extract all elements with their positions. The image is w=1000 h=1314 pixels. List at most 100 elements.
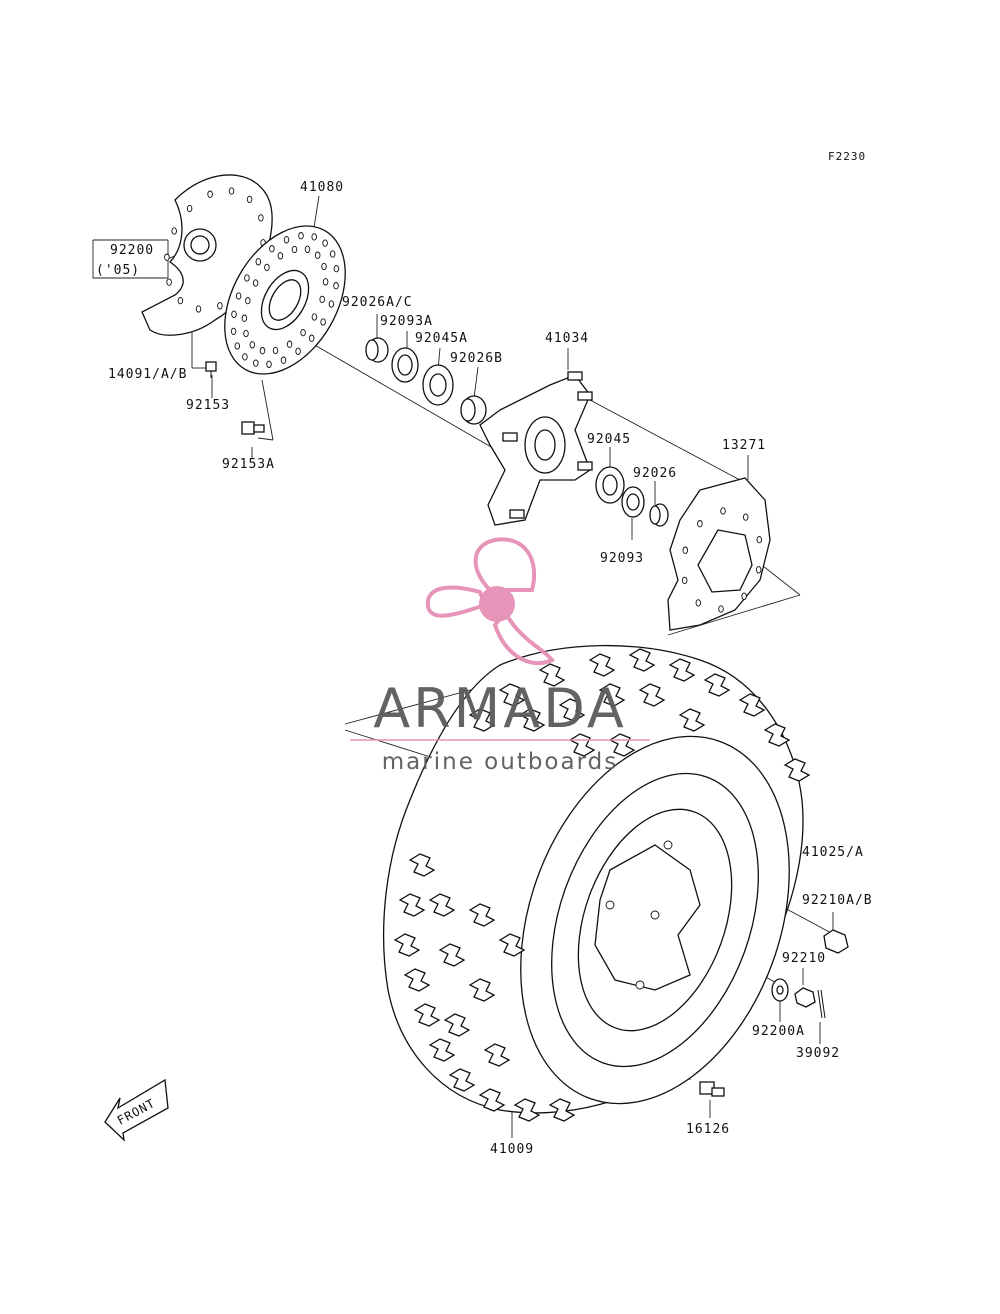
vent-hole <box>255 258 262 266</box>
armada-watermark: ARMADA marine outboards <box>350 537 650 775</box>
part-label-92153a: 92153A <box>222 457 275 472</box>
vent-hole <box>322 278 329 286</box>
vent-hole <box>681 576 688 585</box>
tread-block <box>763 723 791 747</box>
vent-hole <box>245 296 251 305</box>
disc-holes <box>230 232 340 368</box>
tread-block <box>588 653 616 677</box>
seal-92093 <box>621 486 645 518</box>
tread-block <box>438 943 466 967</box>
vent-hole <box>259 347 266 355</box>
part-label-92045a: 92045A <box>415 331 468 346</box>
part-label-92200: 92200 <box>110 243 154 258</box>
vent-hole <box>741 592 747 600</box>
vent-hole <box>697 520 703 528</box>
tread-block <box>548 1098 576 1122</box>
vent-hole <box>228 187 235 195</box>
tread-block <box>513 1098 541 1122</box>
tread-block <box>478 1088 506 1112</box>
vent-hole <box>311 313 318 321</box>
vent-hole <box>682 546 689 554</box>
vent-hole <box>298 232 304 240</box>
part-label-92200note: ('05) <box>96 263 140 278</box>
vent-hole <box>249 341 256 349</box>
vent-hole <box>266 360 272 368</box>
tread-block <box>468 903 496 927</box>
tread-block <box>413 1003 441 1027</box>
part-label-92153: 92153 <box>186 398 230 413</box>
vent-hole <box>720 507 726 515</box>
vent-hole <box>164 253 170 261</box>
vent-hole <box>311 233 317 241</box>
collar-92026ac <box>365 337 389 363</box>
tread-block <box>393 933 421 957</box>
vent-hole <box>217 302 223 310</box>
tread-block <box>638 683 666 707</box>
vent-hole <box>718 605 724 613</box>
tread-block <box>448 1068 476 1092</box>
tread-block <box>408 853 436 877</box>
part-label-13271: 13271 <box>722 438 766 453</box>
valve-16126 <box>699 1081 725 1097</box>
vent-hole <box>304 245 311 253</box>
vent-hole <box>166 278 172 286</box>
part-label-41034: 41034 <box>545 331 589 346</box>
vent-hole <box>241 314 248 322</box>
seal-92093a <box>391 347 419 383</box>
collar-92026b <box>460 395 487 425</box>
vent-hole <box>258 214 264 222</box>
tread-block <box>518 708 546 732</box>
vent-hole <box>231 310 237 318</box>
tread-block <box>483 1043 511 1067</box>
vent-hole <box>695 599 702 607</box>
vent-hole <box>171 227 177 235</box>
vent-hole <box>314 251 321 259</box>
vent-hole <box>319 295 325 304</box>
part-label-92093a: 92093A <box>380 314 433 329</box>
part-label-92026b: 92026B <box>450 351 503 366</box>
part-number-labels: 4108092200('05)92026A/C92093A92045A92026… <box>96 180 872 1157</box>
vent-hole <box>320 318 326 326</box>
vent-hole <box>333 264 340 273</box>
tread-block <box>498 933 526 957</box>
part-label-92093: 92093 <box>600 551 644 566</box>
vent-hole <box>328 300 335 308</box>
tread-block <box>398 893 426 917</box>
cotter-pin-39092 <box>817 989 826 1019</box>
watermark-subtitle: marine outboards <box>382 749 618 775</box>
collar-92026 <box>649 503 669 527</box>
front-arrow-icon: FRONT <box>104 1078 169 1142</box>
vent-hole <box>280 356 287 364</box>
tread-block <box>678 708 706 732</box>
vent-hole <box>295 347 301 355</box>
part-label-92200a: 92200A <box>752 1024 805 1039</box>
vent-hole <box>234 342 241 350</box>
bolt-92153a <box>241 421 265 435</box>
vent-hole <box>742 513 749 521</box>
part-label-92210: 92210 <box>782 951 826 966</box>
vent-hole <box>177 296 184 305</box>
tread-block <box>668 658 696 682</box>
tread-block <box>403 968 431 992</box>
part-label-41025: 41025/A <box>802 845 864 860</box>
tread-block <box>428 893 456 917</box>
vent-hole <box>283 236 290 244</box>
tread-block <box>428 1038 456 1062</box>
part-label-16126: 16126 <box>686 1122 730 1137</box>
vent-hole <box>322 239 328 247</box>
vent-hole <box>321 262 327 271</box>
part-label-92026: 92026 <box>633 466 677 481</box>
vent-hole <box>755 566 762 574</box>
tread-block <box>468 978 496 1002</box>
vent-hole <box>186 204 193 213</box>
bearing-92045 <box>595 466 625 504</box>
tread-block <box>628 648 656 672</box>
vent-hole <box>243 329 249 338</box>
part-label-92045: 92045 <box>587 432 631 447</box>
tread-block <box>538 663 566 687</box>
vent-hole <box>195 305 202 313</box>
part-label-14091: 14091/A/B <box>108 367 187 382</box>
tread-block <box>738 693 766 717</box>
